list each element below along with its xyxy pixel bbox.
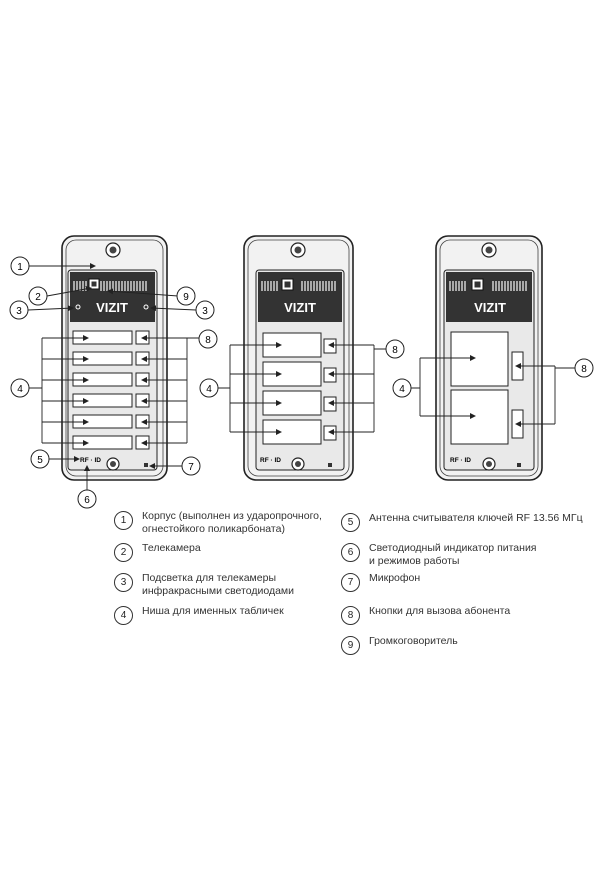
svg-text:4: 4 [206,384,212,395]
callout-8-panel1: 8 [198,329,218,349]
legend-item-9: 9 Громкоговоритель [341,635,599,655]
svg-text:1: 1 [17,262,23,273]
svg-text:4: 4 [17,384,23,395]
rf-id-logo: RF · ID [80,457,101,464]
bottom-screw-icon [482,457,496,471]
legend-text: Громкоговоритель [369,635,458,647]
svg-text:8: 8 [392,345,398,356]
svg-text:7: 7 [188,462,194,473]
callout-3-left: 3 [9,300,29,320]
speaker-grille [449,281,527,291]
top-screw-icon [290,242,306,258]
legend-item-2: 2 Телекамера [114,542,372,562]
callout-4-panel2: 4 [199,378,219,398]
rf-id-logo: RF · ID [450,457,471,464]
brand-logo: VIZIT [284,300,316,315]
callout-7: 7 [181,456,201,476]
legend-number: 7 [341,573,360,592]
legend-item-6: 6 Светодиодный индикатор питания и режим… [341,542,599,568]
name-slots [262,332,337,445]
callout-1: 1 [10,256,30,276]
svg-text:5: 5 [37,455,43,466]
callout-5: 5 [30,449,50,469]
svg-text:6: 6 [84,495,90,506]
callout-4-panel1: 4 [10,378,30,398]
legend-item-8: 8 Кнопки для вызова абонента [341,605,599,625]
leader-lines [27,263,575,490]
legend-number: 4 [114,606,133,625]
svg-text:8: 8 [581,364,587,375]
callouts: 1 2 9 3 3 8 4 5 7 6 4 8 4 8 [9,256,594,509]
legend-text: Микрофон [369,572,421,584]
callout-8-panel3: 8 [574,358,594,378]
camera-icon [281,278,294,291]
legend-text: Телекамера [142,542,201,554]
legend-text: Ниша для именных табличек [142,605,284,617]
legend-item-3: 3 Подсветка для телекамеры инфракрасными… [114,572,372,598]
svg-text:2: 2 [35,292,41,303]
legend-number: 1 [114,511,133,530]
legend-item-7: 7 Микрофон [341,572,599,592]
legend-number: 8 [341,606,360,625]
callout-8-panel2: 8 [385,339,405,359]
callout-3-right: 3 [195,300,215,320]
legend-number: 6 [341,543,360,562]
legend-text: Подсветка для телекамеры инфракрасными с… [142,572,295,597]
bottom-screw-icon [291,457,305,471]
legend-item-5: 5 Антенна считывателя ключей RF 13.56 МГ… [341,512,599,532]
svg-text:4: 4 [399,384,405,395]
panel-two-slots: VIZIT RF · ID [435,235,543,481]
legend-number: 5 [341,513,360,532]
rf-id-logo: RF · ID [260,457,281,464]
brand-logo: VIZIT [96,300,128,315]
legend-text: Антенна считывателя ключей RF 13.56 МГц [369,512,583,524]
legend-text: Кнопки для вызова абонента [369,605,511,617]
top-screw-icon [481,242,497,258]
top-screw-icon [105,242,121,258]
legend-number: 2 [114,543,133,562]
legend-text: Светодиодный индикатор питания и режимов… [369,542,537,567]
speaker-grille [261,281,336,291]
svg-text:9: 9 [183,292,189,303]
camera-icon [471,278,484,291]
callout-9: 9 [176,286,196,306]
legend-number: 9 [341,636,360,655]
callout-4-panel3: 4 [392,378,412,398]
svg-text:3: 3 [16,306,22,317]
camera-icon [88,278,100,290]
callout-6: 6 [77,489,97,509]
legend-item-4: 4 Ниша для именных табличек [114,605,372,625]
panel-four-slots: VIZIT RF · ID [243,235,354,481]
svg-text:8: 8 [205,335,211,346]
legend-number: 3 [114,573,133,592]
speaker-grille [73,281,147,291]
legend-text: Корпус (выполнен из ударопрочного, огнес… [142,510,322,535]
brand-logo: VIZIT [474,300,506,315]
bottom-screw-icon [106,457,120,471]
svg-text:3: 3 [202,306,208,317]
legend-item-1: 1 Корпус (выполнен из ударопрочного, огн… [114,510,372,536]
callout-2: 2 [28,286,48,306]
